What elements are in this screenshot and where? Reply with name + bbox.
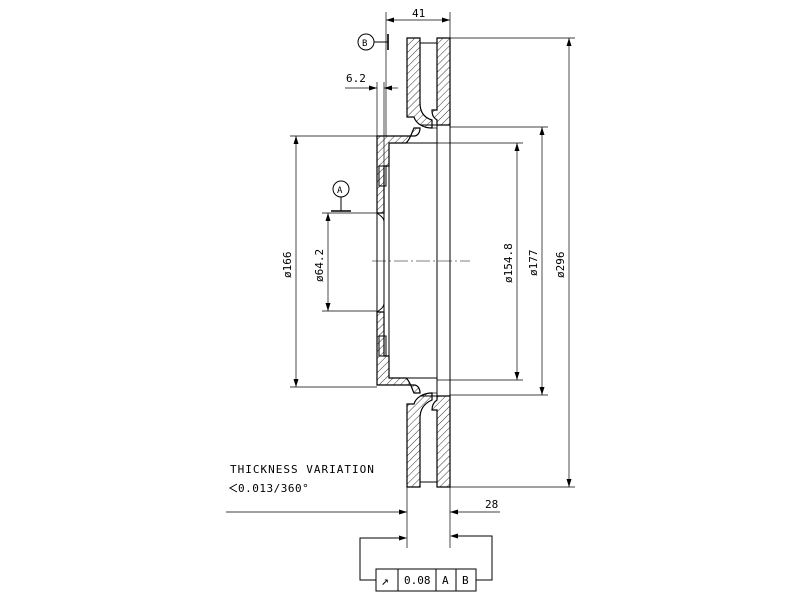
dim-166: ø166 (281, 135, 377, 388)
hub-bolt-hole-top (378, 165, 387, 187)
dim-177-label: ø177 (527, 250, 540, 277)
dim-296: ø296 (450, 37, 575, 488)
outer-ring-right-top (431, 37, 451, 126)
dim-28-label: 28 (485, 498, 498, 511)
datum-a-label: A (337, 186, 343, 196)
datum-b: B (357, 33, 389, 51)
dim-6-2: 6.2 (345, 72, 398, 166)
dim-41: 41 (385, 7, 451, 136)
dim-64-2: ø64.2 (313, 212, 377, 312)
dim-154-8-label: ø154.8 (502, 243, 515, 283)
fcf-tolerance: 0.08 (404, 574, 431, 587)
runout-leaders (359, 533, 493, 581)
datum-b-label: B (362, 39, 367, 49)
fcf-symbol: ↗ (381, 574, 389, 589)
feature-control-frame: ↗ 0.08 A B (375, 568, 477, 592)
note-value: 0.013/360° (238, 482, 309, 495)
dim-41-label: 41 (412, 7, 425, 20)
dim-154-8: ø154.8 (437, 142, 523, 381)
dim-28: 28 (226, 487, 500, 548)
datum-a: A (331, 180, 351, 212)
outer-ring-right-bottom (431, 395, 451, 488)
dim-177: ø177 (450, 126, 548, 396)
fcf-datum-1: A (442, 574, 449, 587)
outer-ring-left-bottom (406, 392, 433, 488)
hub-bolt-hole-bottom (378, 335, 387, 357)
dim-166-label: ø166 (281, 252, 294, 279)
thickness-variation-note: THICKNESS VARIATION 0.013/360° (228, 463, 375, 495)
dim-64-2-label: ø64.2 (313, 249, 326, 282)
outer-ring-left-top (406, 37, 433, 129)
note-title: THICKNESS VARIATION (230, 463, 375, 476)
dim-296-label: ø296 (554, 252, 567, 279)
disc-cross-section (376, 37, 451, 488)
fcf-datum-2: B (462, 574, 469, 587)
hub-wall-top (376, 127, 421, 214)
hub-wall-bottom (376, 311, 421, 394)
dim-6-2-label: 6.2 (346, 72, 366, 85)
